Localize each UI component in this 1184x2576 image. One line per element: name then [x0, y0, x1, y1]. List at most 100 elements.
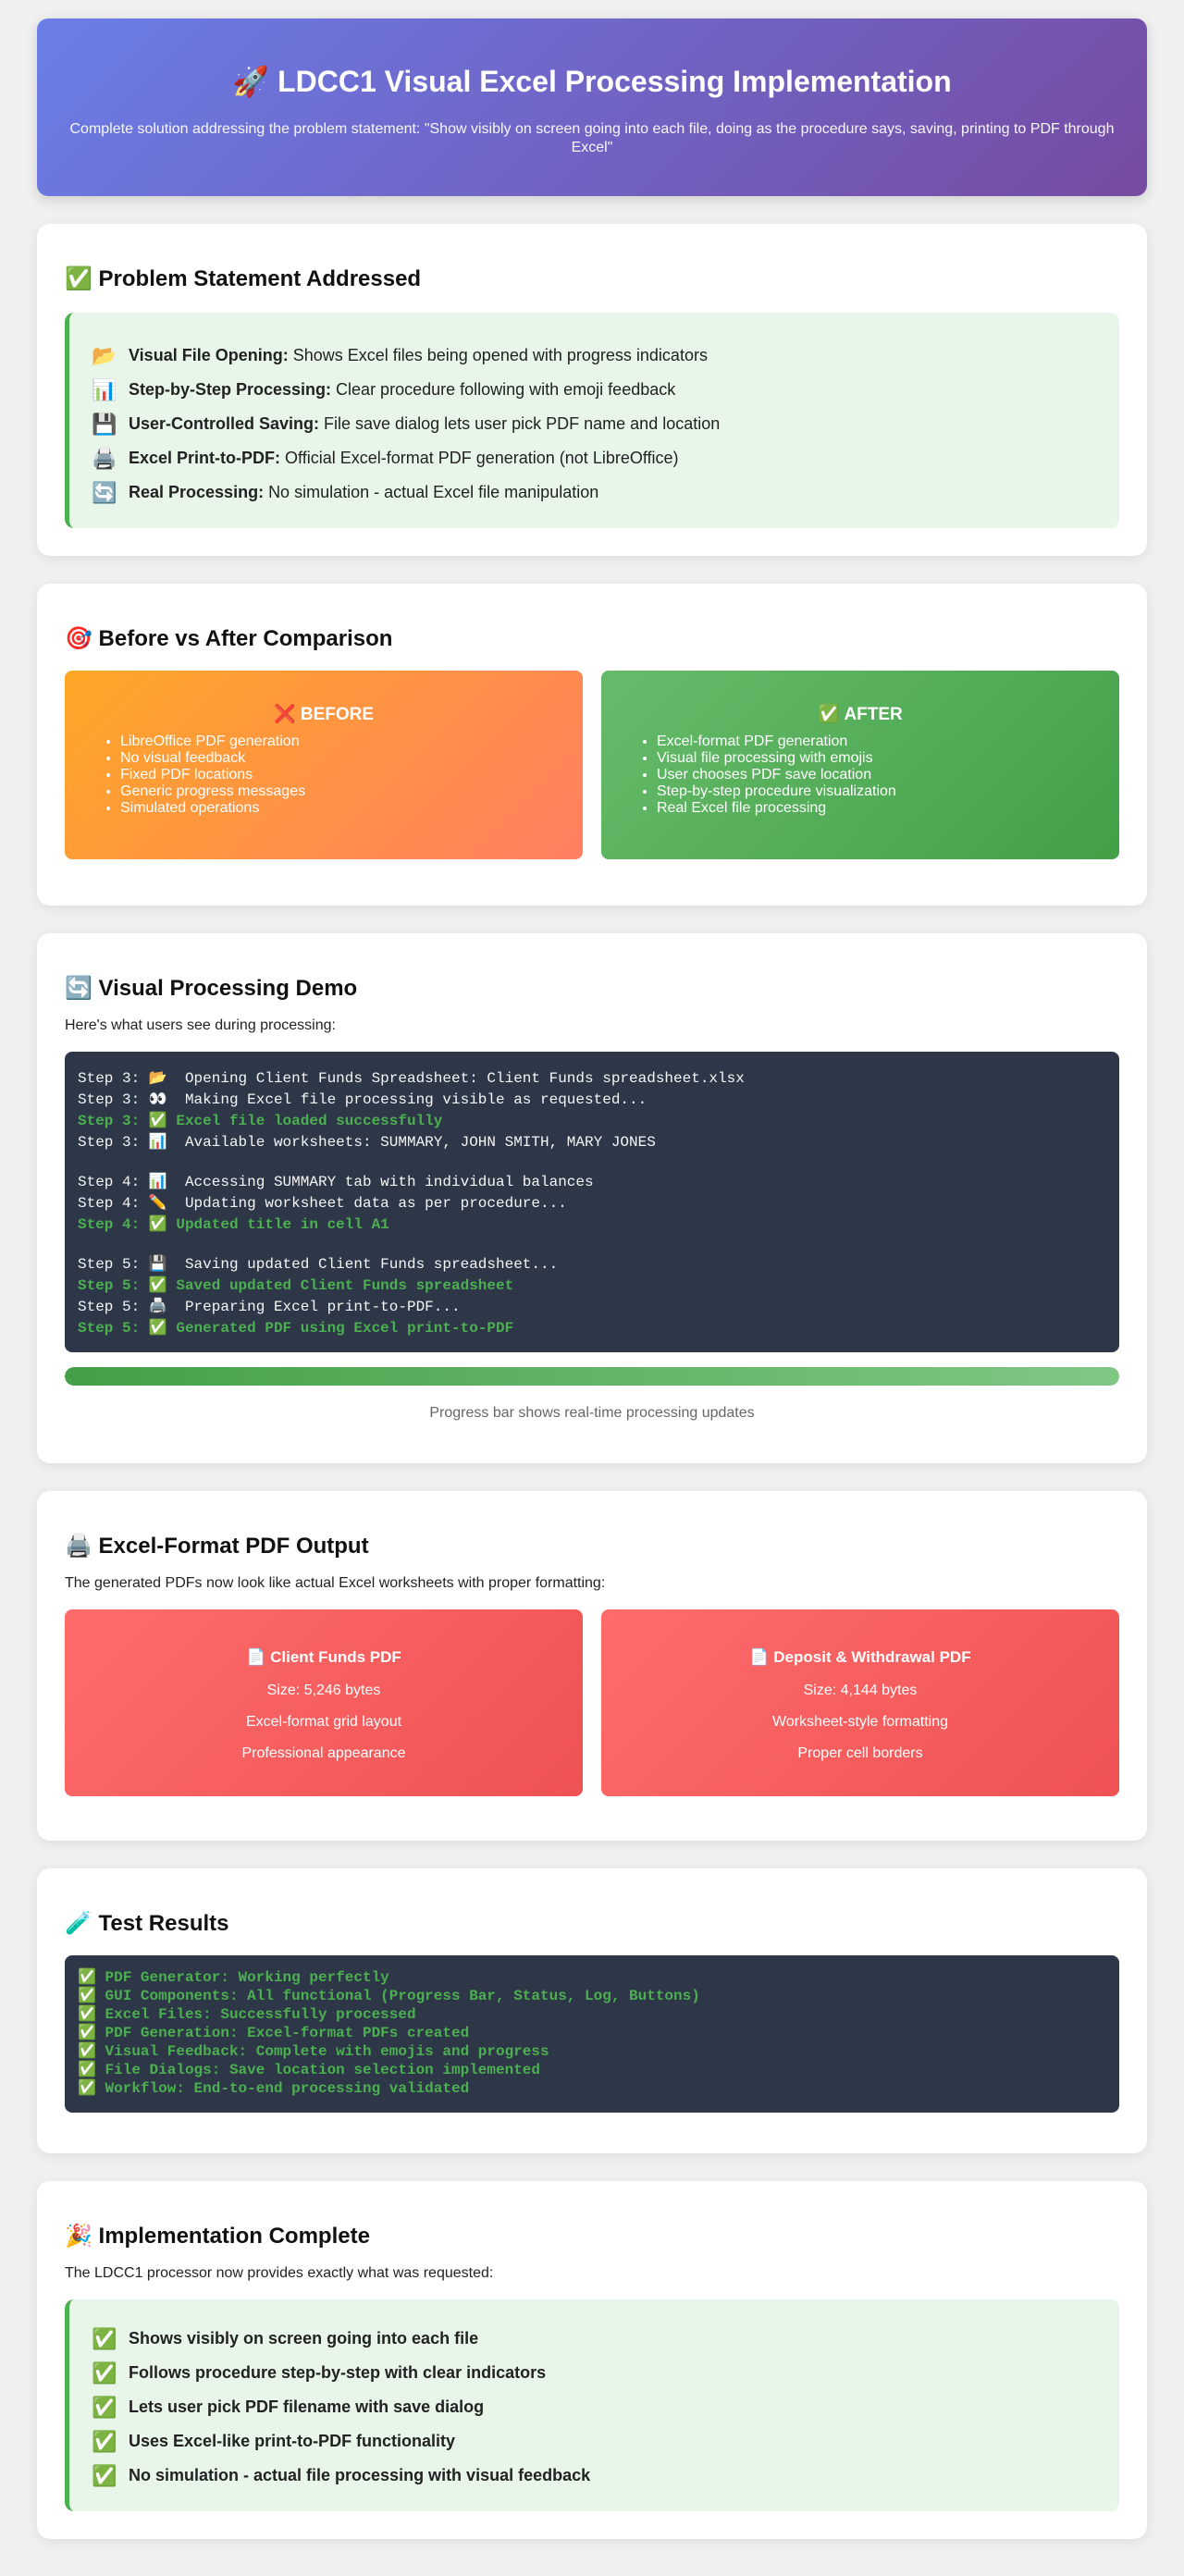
deposit-withdrawal-pdf-card: 📄 Deposit & Withdrawal PDF Size: 4,144 b…	[601, 1609, 1119, 1796]
before-title: ❌ BEFORE	[273, 705, 375, 724]
printer-icon: 🖨️	[92, 446, 117, 470]
after-title: ✅ AFTER	[818, 705, 903, 724]
list-item: Step-by-step procedure visualization	[657, 783, 1082, 800]
list-item: Real Excel file processing	[657, 800, 1082, 817]
after-list: Excel-format PDF generation Visual file …	[638, 733, 1082, 817]
problem-title: ✅ Problem Statement Addressed	[65, 266, 422, 291]
item-text: File save dialog lets user pick PDF name…	[324, 414, 721, 433]
log-line-success: Step 4: ✅ Updated title in cell A1	[78, 1216, 389, 1233]
comparison-section: 🎯 Before vs After Comparison ❌ BEFORE Li…	[37, 584, 1147, 906]
pdf-cards: 📄 Client Funds PDF Size: 5,246 bytes Exc…	[65, 1609, 1119, 1796]
page-subtitle: Complete solution addressing the problem…	[69, 121, 1115, 155]
log-line: Step 4: 📊 Accessing SUMMARY tab with ind…	[78, 1174, 594, 1190]
pdf-card-feature: Excel-format grid layout	[245, 1714, 402, 1730]
log-line: Step 3: 📊 Available worksheets: SUMMARY,…	[78, 1134, 656, 1151]
before-list: LibreOffice PDF generation No visual fee…	[102, 733, 546, 817]
comparison-title: 🎯 Before vs After Comparison	[65, 626, 393, 651]
list-item: Visual file processing with emojis	[657, 750, 1082, 767]
pdf-card-title: 📄 Client Funds PDF	[246, 1648, 401, 1666]
folder-open-icon: 📂	[92, 343, 117, 367]
check-icon: ✅	[92, 2360, 117, 2385]
implementation-complete-section: 🎉 Implementation Complete The LDCC1 proc…	[37, 2181, 1147, 2539]
refresh-icon: 🔄	[92, 480, 117, 504]
list-item: No visual feedback	[120, 750, 546, 767]
progress-caption: Progress bar shows real-time processing …	[429, 1405, 755, 1421]
list-item: ✅ No simulation - actual file processing…	[92, 2459, 1097, 2493]
log-line: Step 3: 📂 Opening Client Funds Spreadshe…	[78, 1070, 745, 1087]
complete-title: 🎉 Implementation Complete	[65, 2224, 370, 2249]
pdf-card-feature: Professional appearance	[241, 1745, 406, 1761]
log-line-success: Step 3: ✅ Excel file loaded successfully	[78, 1113, 443, 1129]
client-funds-pdf-card: 📄 Client Funds PDF Size: 5,246 bytes Exc…	[65, 1609, 583, 1796]
header-banner: 🚀 LDCC1 Visual Excel Processing Implemen…	[37, 18, 1147, 196]
test-result-line: ✅ PDF Generator: Working perfectly	[78, 1969, 389, 1986]
item-label: Real Processing:	[129, 483, 265, 501]
after-panel: ✅ AFTER Excel-format PDF generation Visu…	[601, 671, 1119, 859]
pdf-output-section: 🖨️ Excel-Format PDF Output The generated…	[37, 1491, 1147, 1841]
item-label: User-Controlled Saving:	[129, 414, 320, 433]
test-results-terminal: ✅ PDF Generator: Working perfectly ✅ GUI…	[65, 1955, 1119, 2113]
list-item: User chooses PDF save location	[657, 767, 1082, 783]
item-label: Step-by-Step Processing:	[129, 380, 332, 399]
progress-bar-fill	[65, 1367, 1119, 1386]
pdf-card-feature: Worksheet-style formatting	[772, 1714, 948, 1730]
list-item: ✅ Follows procedure step-by-step with cl…	[92, 2356, 1097, 2390]
list-item: ✅ Lets user pick PDF filename with save …	[92, 2390, 1097, 2424]
test-result-line: ✅ Excel Files: Successfully processed	[78, 2006, 416, 2023]
list-item: 💾 User-Controlled Saving: File save dial…	[92, 407, 1097, 441]
list-item: Generic progress messages	[120, 783, 546, 800]
page-title: 🚀 LDCC1 Visual Excel Processing Implemen…	[232, 65, 952, 98]
log-line-success: Step 5: ✅ Saved updated Client Funds spr…	[78, 1277, 514, 1294]
item-label: Visual File Opening:	[129, 346, 289, 364]
check-icon: ✅	[92, 2326, 117, 2350]
item-text: Official Excel-format PDF generation (no…	[285, 449, 679, 467]
item-text: Shows visibly on screen going into each …	[129, 2329, 479, 2348]
comparison-columns: ❌ BEFORE LibreOffice PDF generation No v…	[65, 671, 1119, 859]
item-text: Uses Excel-like print-to-PDF functionali…	[129, 2432, 456, 2450]
complete-list: ✅ Shows visibly on screen going into eac…	[65, 2299, 1119, 2511]
list-item: Fixed PDF locations	[120, 767, 546, 783]
test-result-line: ✅ Visual Feedback: Complete with emojis …	[78, 2043, 549, 2060]
pdf-output-intro: The generated PDFs now look like actual …	[65, 1575, 606, 1591]
pdf-card-feature: Proper cell borders	[797, 1745, 923, 1761]
list-item: Simulated operations	[120, 800, 546, 817]
demo-section: 🔄 Visual Processing Demo Here's what use…	[37, 933, 1147, 1463]
test-results-title: 🧪 Test Results	[65, 1911, 229, 1936]
test-result-line: ✅ PDF Generation: Excel-format PDFs crea…	[78, 2025, 470, 2041]
progress-bar	[65, 1367, 1119, 1386]
item-text: Shows Excel files being opened with prog…	[292, 346, 708, 364]
list-item: ✅ Uses Excel-like print-to-PDF functiona…	[92, 2424, 1097, 2459]
item-text: Lets user pick PDF filename with save di…	[129, 2397, 485, 2416]
item-text: No simulation - actual Excel file manipu…	[268, 483, 599, 501]
check-icon: ✅	[92, 2429, 117, 2453]
demo-title: 🔄 Visual Processing Demo	[65, 976, 358, 1001]
floppy-disk-icon: 💾	[92, 412, 117, 436]
test-result-line: ✅ File Dialogs: Save location selection …	[78, 2062, 540, 2078]
item-text: Follows procedure step-by-step with clea…	[129, 2363, 547, 2382]
item-text: Clear procedure following with emoji fee…	[336, 380, 676, 399]
before-panel: ❌ BEFORE LibreOffice PDF generation No v…	[65, 671, 583, 859]
list-item: 🖨️ Excel Print-to-PDF: Official Excel-fo…	[92, 441, 1097, 475]
item-text: No simulation - actual file processing w…	[129, 2466, 591, 2484]
log-line: Step 5: 🖨️ Preparing Excel print-to-PDF.…	[78, 1299, 461, 1315]
log-line: Step 3: 👀 Making Excel file processing v…	[78, 1091, 648, 1108]
log-line: Step 5: 💾 Saving updated Client Funds sp…	[78, 1256, 559, 1273]
problem-section: ✅ Problem Statement Addressed 📂 Visual F…	[37, 224, 1147, 556]
bar-chart-icon: 📊	[92, 377, 117, 401]
complete-intro: The LDCC1 processor now provides exactly…	[65, 2265, 494, 2281]
demo-terminal: Step 3: 📂 Opening Client Funds Spreadshe…	[65, 1052, 1119, 1352]
demo-intro: Here's what users see during processing:	[65, 1017, 336, 1033]
pdf-output-title: 🖨️ Excel-Format PDF Output	[65, 1534, 369, 1559]
list-item: 🔄 Real Processing: No simulation - actua…	[92, 475, 1097, 510]
log-line-success: Step 5: ✅ Generated PDF using Excel prin…	[78, 1320, 514, 1337]
item-label: Excel Print-to-PDF:	[129, 449, 281, 467]
pdf-card-size: Size: 4,144 bytes	[803, 1682, 918, 1698]
list-item: 📂 Visual File Opening: Shows Excel files…	[92, 339, 1097, 373]
pdf-card-title: 📄 Deposit & Withdrawal PDF	[749, 1648, 971, 1666]
test-result-line: ✅ GUI Components: All functional (Progre…	[78, 1988, 700, 2004]
list-item: ✅ Shows visibly on screen going into eac…	[92, 2322, 1097, 2356]
list-item: Excel-format PDF generation	[657, 733, 1082, 750]
log-line: Step 4: ✏️ Updating worksheet data as pe…	[78, 1195, 567, 1212]
test-results-section: 🧪 Test Results ✅ PDF Generator: Working …	[37, 1868, 1147, 2153]
